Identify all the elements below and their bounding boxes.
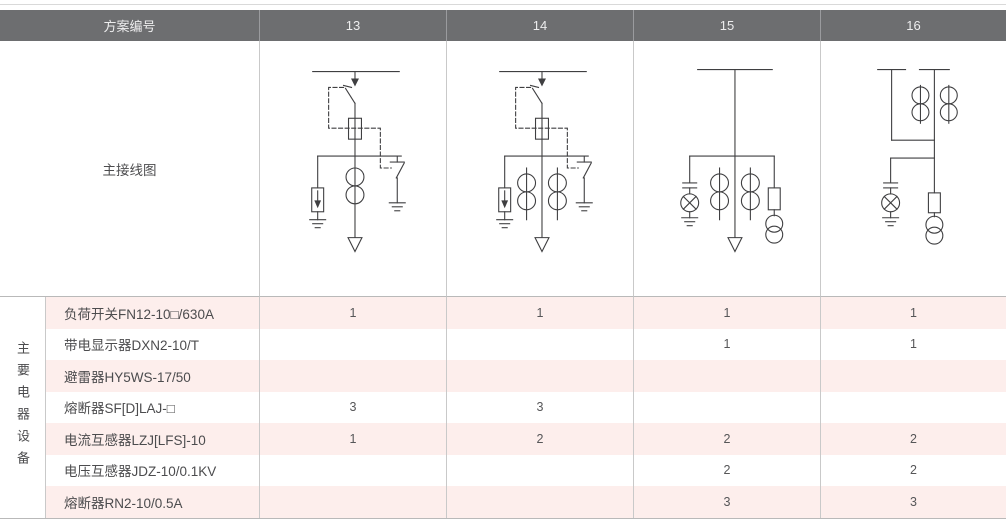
equipment-qty: 2 [820,423,1006,455]
equipment-name: 避雷器HY5WS-17/50 [45,360,259,392]
equipment-qty [446,360,633,392]
equipment-qty: 2 [633,454,820,486]
equipment-qty: 1 [820,328,1006,360]
equipment-name: 电压互感器JDZ-10/0.1KV [45,454,259,486]
scheme-16-diagram-cell [820,41,1006,297]
scheme-16-single-line-diagram [877,68,958,245]
equipment-group-label: 主要电器设备 [15,341,30,474]
equipment-qty: 3 [633,486,820,518]
equipment-name: 电流互感器LZJ[LFS]-10 [45,423,259,455]
plan-number-header: 方案编号 [0,10,259,41]
scheme-15-header: 15 [633,10,820,41]
main-wiring-diagram-label: 主接线图 [0,41,259,297]
equipment-name: 熔断器RN2-10/0.5A [45,486,259,518]
scheme-15-diagram-cell [633,41,820,297]
scheme-14-single-line-diagram [496,70,593,253]
scheme-13-header: 13 [259,10,446,41]
equipment-qty: 3 [259,391,446,423]
top-rule [0,4,1006,5]
scheme-16-header: 16 [820,10,1006,41]
equipment-qty [259,486,446,518]
equipment-qty: 1 [259,297,446,329]
equipment-qty: 2 [633,423,820,455]
scheme-table: 方案编号 13 14 15 16 主接线图 [0,10,1006,519]
equipment-group-cell: 主要电器设备 [0,297,45,518]
scheme-14-diagram-cell [446,41,633,297]
equipment-qty: 1 [633,297,820,329]
equipment-qty [820,360,1006,392]
scheme-14-header: 14 [446,10,633,41]
equipment-qty [446,454,633,486]
equipment-name: 熔断器SF[D]LAJ-□ [45,391,259,423]
scheme-13-single-line-diagram [309,70,406,253]
equipment-qty: 2 [820,454,1006,486]
equipment-qty: 3 [446,391,633,423]
equipment-qty [259,328,446,360]
equipment-qty [446,486,633,518]
equipment-qty [446,328,633,360]
equipment-qty: 1 [259,423,446,455]
equipment-name: 带电显示器DXN2-10/T [45,328,259,360]
scheme-13-diagram-cell [259,41,446,297]
scheme-15-single-line-diagram [680,68,784,253]
equipment-qty [633,360,820,392]
equipment-qty: 1 [446,297,633,329]
equipment-qty [820,391,1006,423]
equipment-qty [259,360,446,392]
equipment-qty [259,454,446,486]
equipment-qty: 1 [820,297,1006,329]
equipment-qty: 2 [446,423,633,455]
equipment-name: 负荷开关FN12-10□/630A [45,297,259,329]
equipment-qty: 3 [820,486,1006,518]
equipment-qty [633,391,820,423]
equipment-qty: 1 [633,328,820,360]
